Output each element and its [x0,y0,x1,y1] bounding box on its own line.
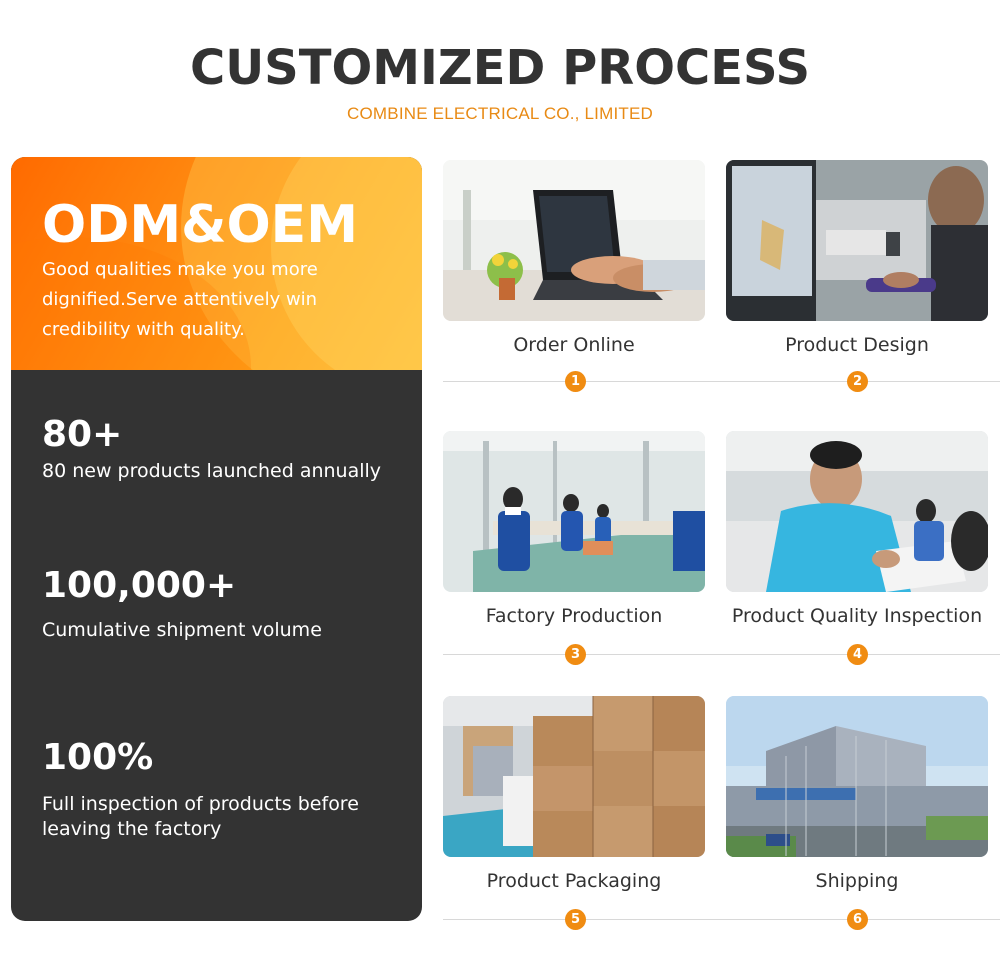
odm-oem-banner: ODM&OEM Good qualities make you more dig… [11,157,422,370]
step-number-1: 1 [565,371,586,392]
step-number-5: 5 [565,909,586,930]
step-label-product-packaging: Product Packaging [486,870,662,892]
step-label-quality-inspection: Product Quality Inspection [731,605,983,627]
stat-label-shipment: Cumulative shipment volume [42,619,322,641]
packed-boxes-photo [443,696,705,857]
step-number-3: 3 [565,644,586,665]
timeline-line-row-3 [443,919,1000,920]
step-label-order-online: Order Online [513,334,635,356]
odm-oem-card: ODM&OEM Good qualities make you more dig… [11,157,422,921]
inspector-writing-photo [726,431,988,592]
stat-label-inspection: Full inspection of products before leavi… [42,793,359,840]
step-label-shipping: Shipping [815,870,899,892]
stat-value-new-products: 80+ [42,414,123,455]
step-number-6: 6 [847,909,868,930]
page-title: CUSTOMIZED PROCESS [189,40,811,96]
step-number-4: 4 [847,644,868,665]
step-number-2: 2 [847,371,868,392]
cad-design-photo [726,160,988,321]
timeline-line-row-1 [443,381,1000,382]
step-label-factory-production: Factory Production [485,605,663,627]
stat-value-shipment: 100,000+ [42,565,237,606]
timeline-line-row-2 [443,654,1000,655]
stat-value-inspection: 100% [42,737,154,778]
company-name: COMBINE ELECTRICAL CO., LIMITED [347,104,653,123]
step-label-product-design: Product Design [785,334,929,356]
company-building-photo [726,696,988,857]
odm-oem-heading: ODM&OEM [42,195,358,255]
assembly-line-photo [443,431,705,592]
laptop-typing-photo [443,160,705,321]
odm-oem-description: Good qualities make you more dignified.S… [42,259,318,340]
stat-label-new-products: 80 new products launched annually [42,460,382,482]
